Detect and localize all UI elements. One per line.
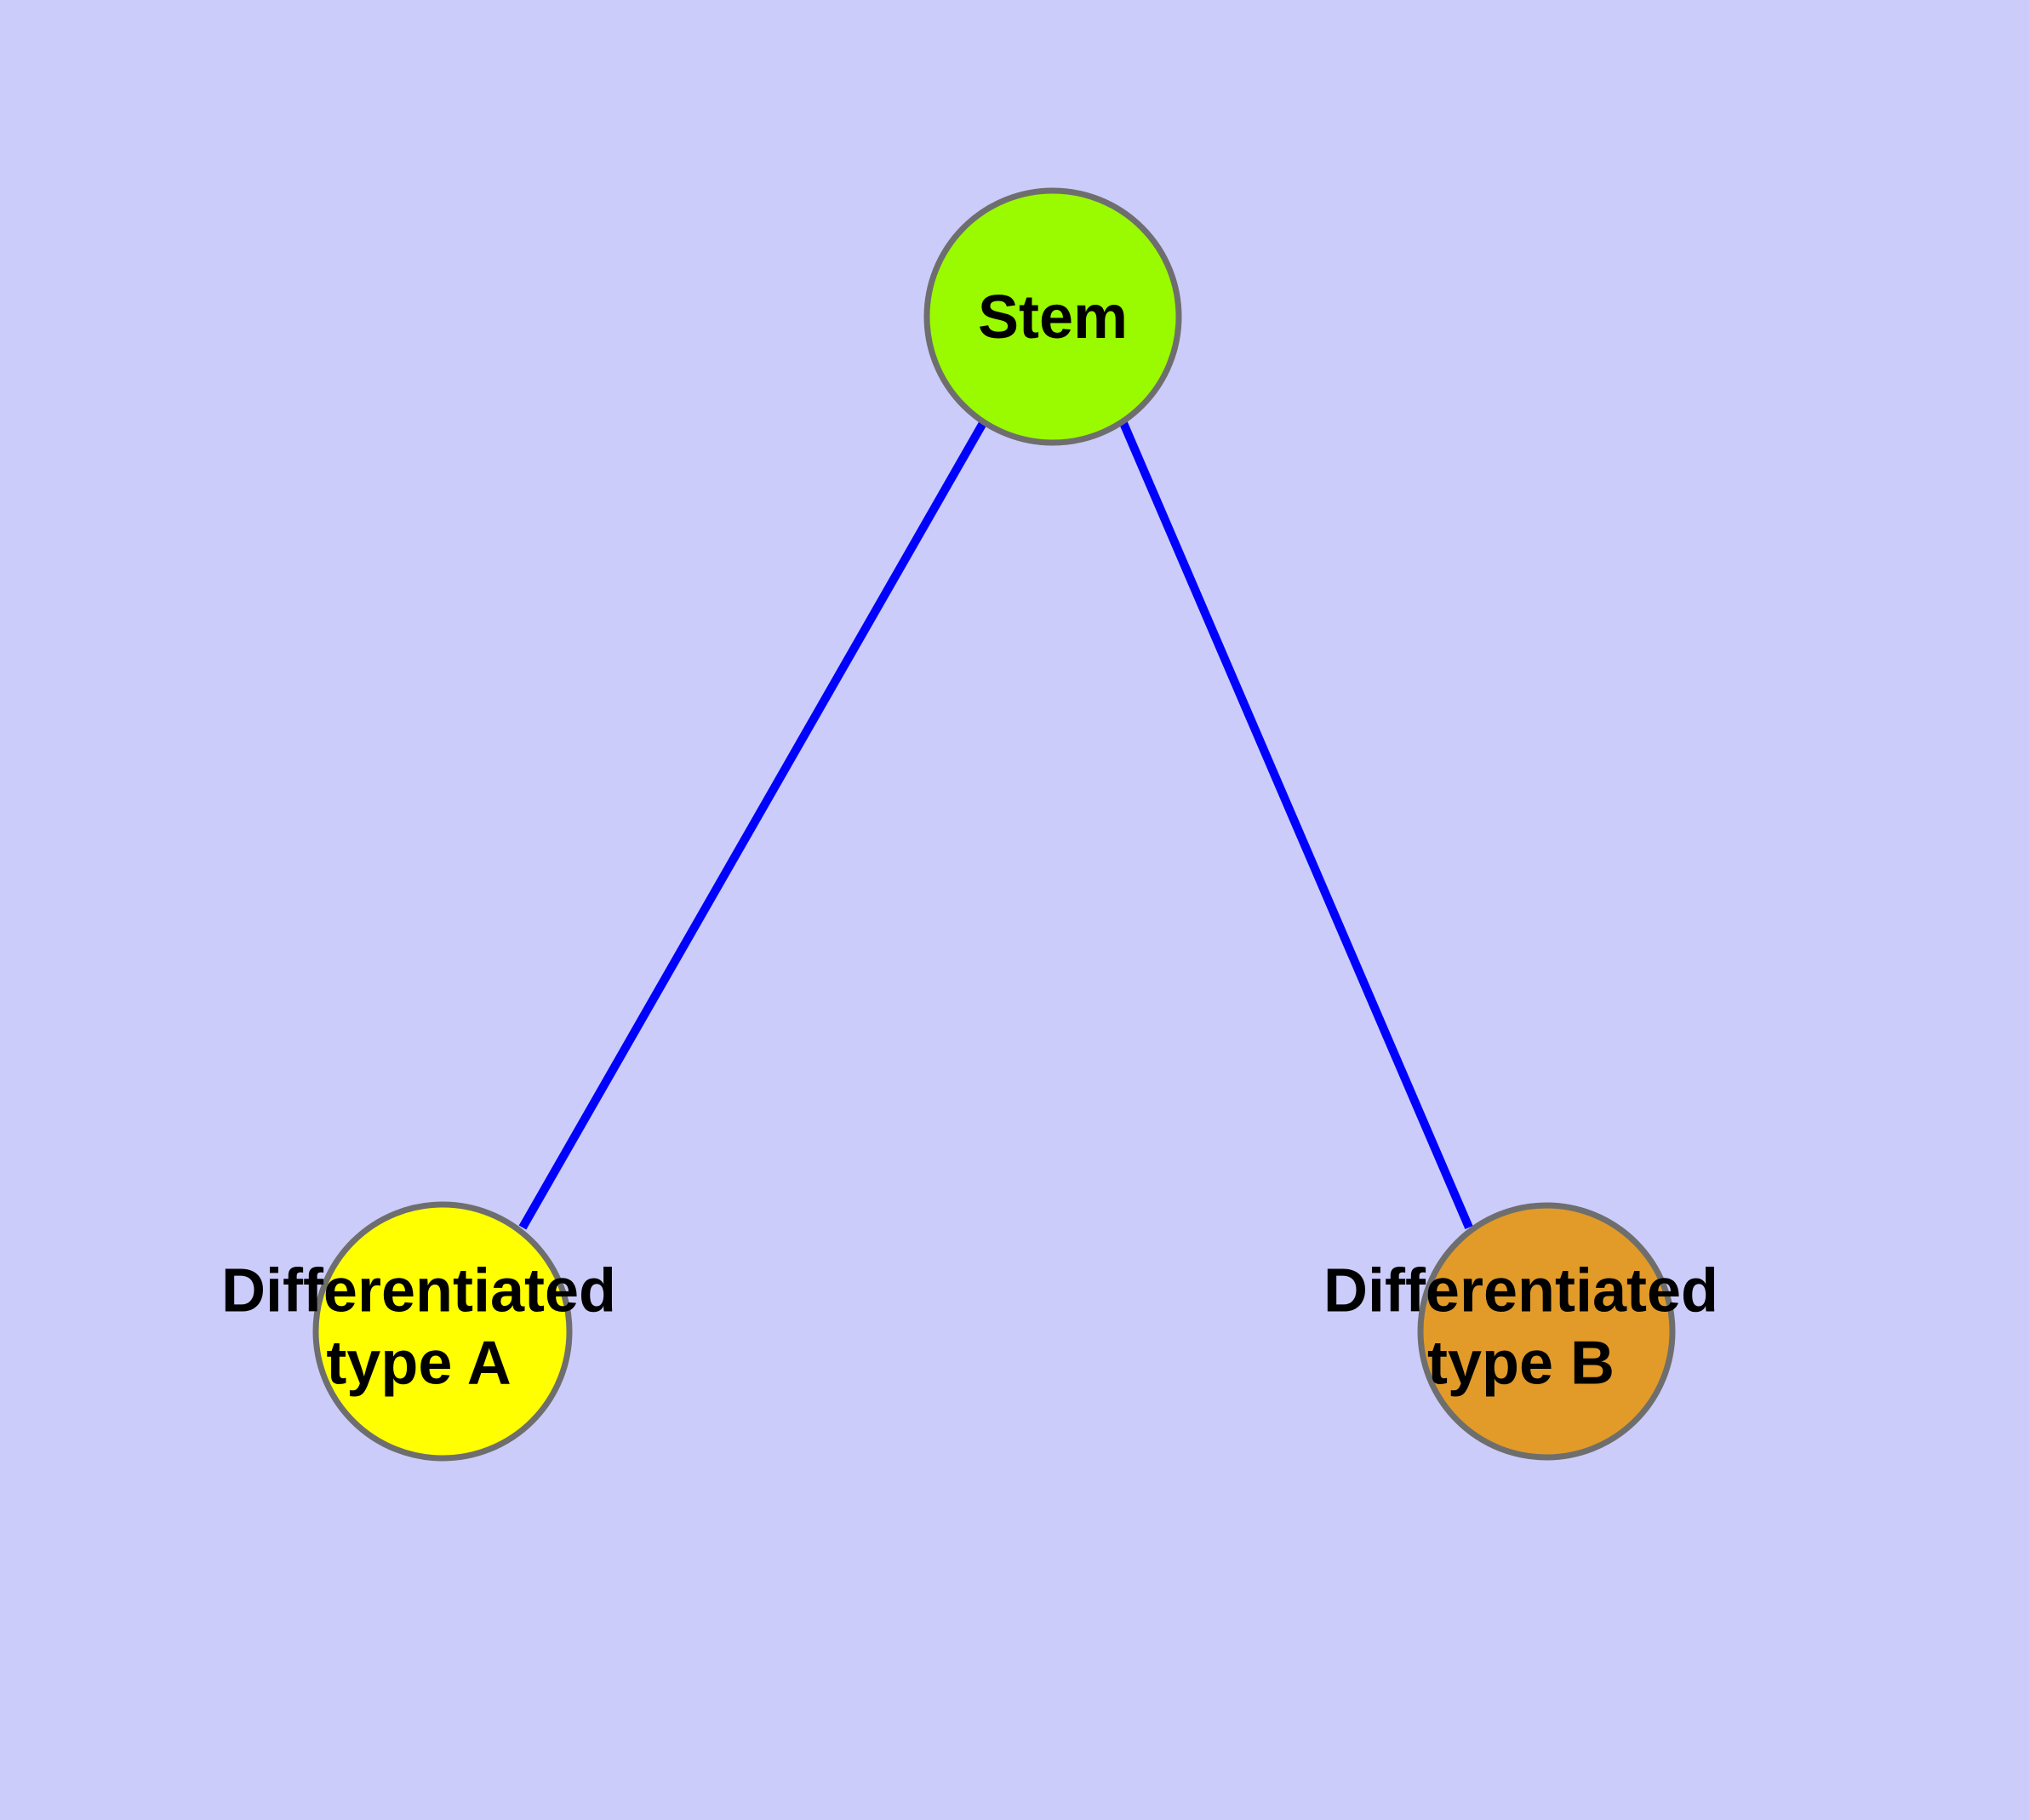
node-label-line: Differentiated (1323, 1257, 1718, 1325)
node-label-line: Differentiated (221, 1257, 616, 1325)
node-label-line: type B (1427, 1329, 1615, 1397)
node-circle-stem[interactable] (923, 187, 1182, 446)
edge-stem-to-diff-a[interactable] (518, 421, 987, 1230)
node-circle-diff-a[interactable] (312, 1201, 573, 1462)
node-diff-b[interactable] (1417, 1202, 1676, 1461)
node-diff-a[interactable] (312, 1201, 573, 1462)
node-stem[interactable] (923, 187, 1182, 446)
node-label-stem: Stem (978, 283, 1128, 352)
edge-stem-to-diff-b[interactable] (1119, 421, 1473, 1229)
node-label-line: type A (326, 1329, 511, 1397)
edges-layer (518, 421, 1473, 1230)
node-circle-diff-b[interactable] (1417, 1202, 1676, 1461)
node-label-line: Stem (978, 283, 1128, 352)
